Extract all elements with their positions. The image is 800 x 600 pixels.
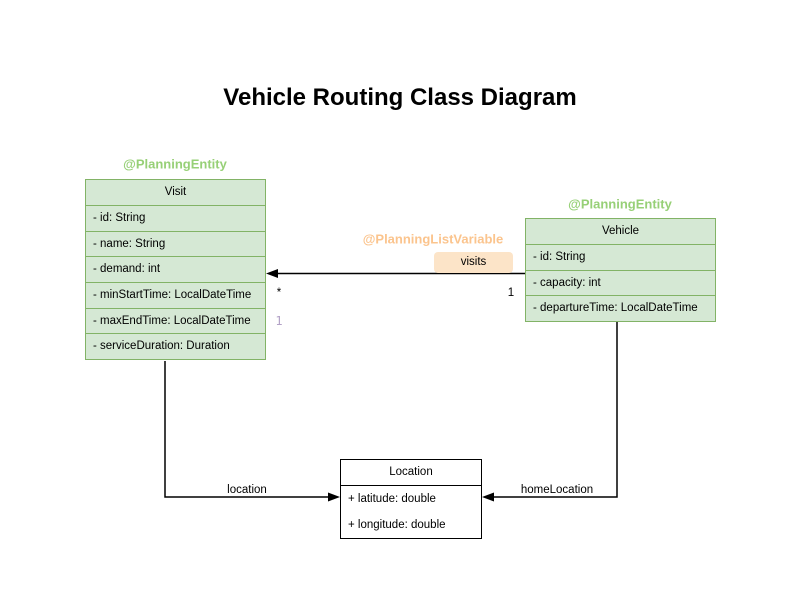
visit-attribute-id: - id: String xyxy=(86,205,265,231)
location-attribute-latitude: + latitude: double xyxy=(348,493,436,505)
vehicle-attribute-id: - id: String xyxy=(526,244,715,270)
arrowhead-location xyxy=(328,492,340,502)
visit-attribute-demand: - demand: int xyxy=(86,256,265,282)
visits-target-multiplicity: * xyxy=(276,287,282,299)
vehicle-planning-entity-annotation: @PlanningEntity xyxy=(568,196,672,212)
visit-attribute-service-duration: - serviceDuration: Duration xyxy=(86,333,265,359)
location-edge-label: location xyxy=(227,484,267,496)
visits-edge-label: visits xyxy=(434,252,513,273)
visit-attribute-min-start-time: - minStartTime: LocalDateTime xyxy=(86,282,265,308)
edge-home-location xyxy=(482,322,618,502)
visit-attribute-name: - name: String xyxy=(86,230,265,257)
diagram-title: Vehicle Routing Class Diagram xyxy=(223,84,577,111)
visit-planning-entity-annotation: @PlanningEntity xyxy=(123,156,227,172)
edge-location xyxy=(164,361,340,502)
vehicle-attribute-departure-time: - departureTime: LocalDateTime xyxy=(526,295,715,321)
class-name-location: Location xyxy=(341,460,481,486)
class-box-location: Location + latitude: double + longitude:… xyxy=(340,459,482,539)
location-attribute-longitude: + longitude: double xyxy=(348,519,446,531)
visits-secondary-multiplicity: 1 xyxy=(275,314,283,328)
class-box-visit: Visit - id: String - name: String - dema… xyxy=(85,179,266,361)
planning-list-variable-annotation: @PlanningListVariable xyxy=(362,231,504,247)
home-location-edge-label: homeLocation xyxy=(520,484,594,496)
arrowhead-visits xyxy=(266,269,278,278)
class-box-vehicle: Vehicle - id: String - capacity: int - d… xyxy=(525,218,716,323)
class-name-vehicle: Vehicle xyxy=(601,225,640,237)
visits-source-multiplicity: 1 xyxy=(507,287,515,299)
arrowhead-home-location xyxy=(482,492,494,502)
visit-attribute-max-end-time: - maxEndTime: LocalDateTime xyxy=(86,307,265,334)
edge-visits xyxy=(266,269,525,278)
class-name-visit: Visit xyxy=(164,186,187,198)
vehicle-attribute-capacity: - capacity: int xyxy=(526,269,715,296)
